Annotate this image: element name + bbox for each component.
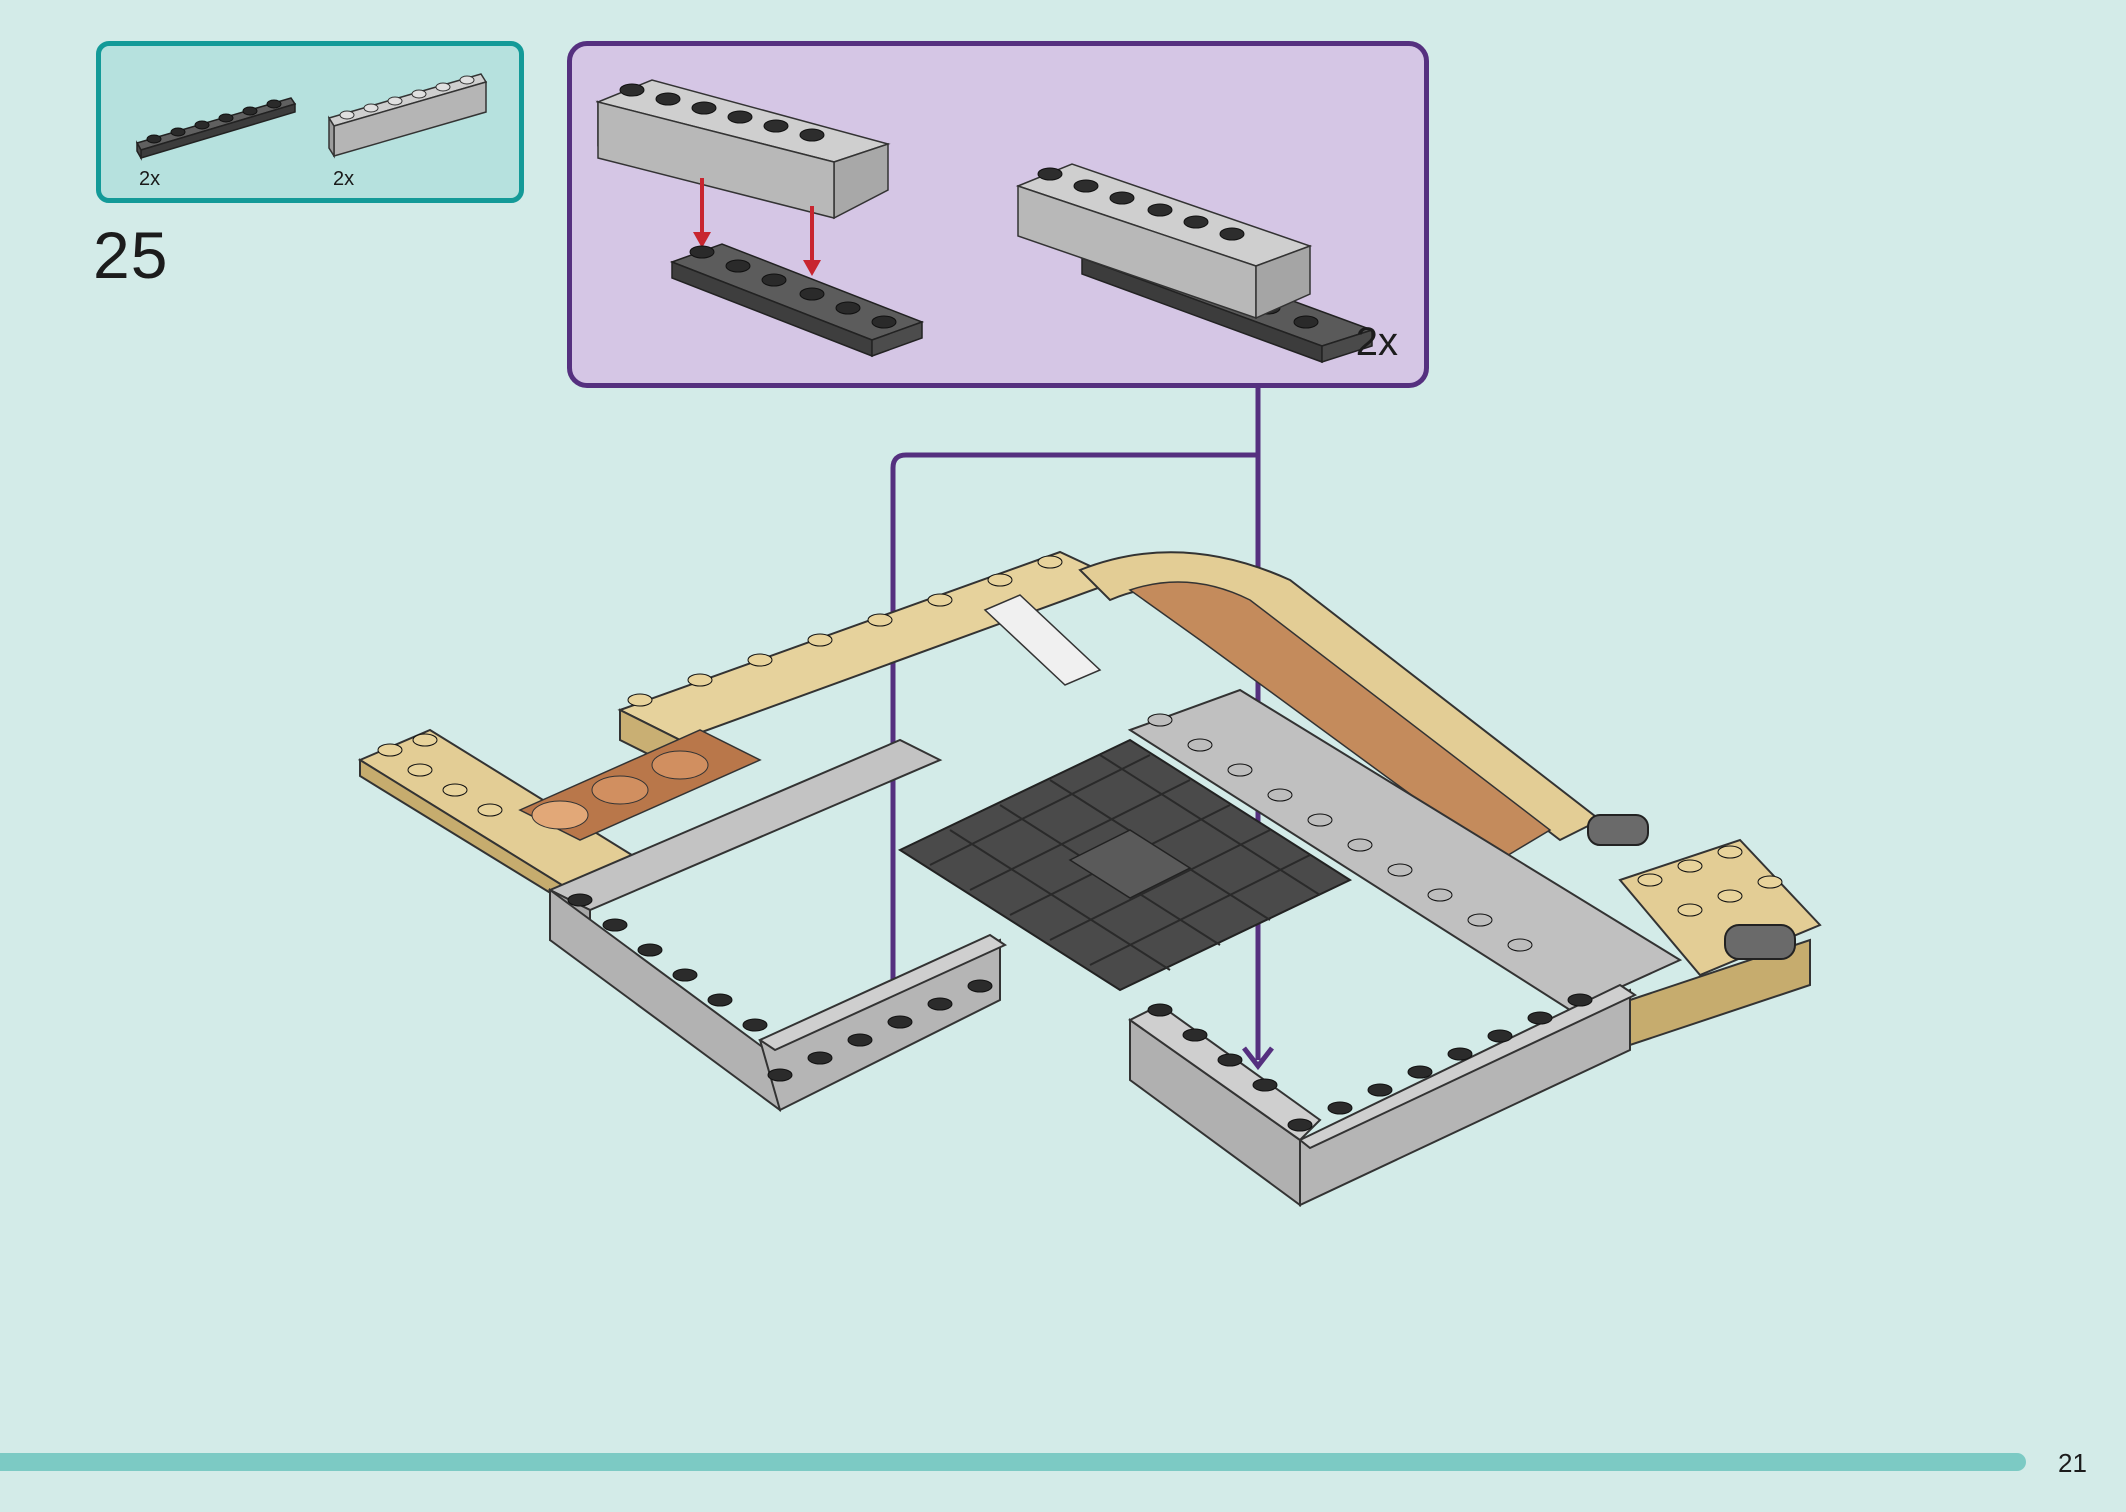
dark-grille-floor bbox=[897, 738, 1353, 992]
parts-list-box: 2x 2x bbox=[96, 41, 524, 203]
brown-tiles-left bbox=[518, 729, 762, 841]
main-model-illustration bbox=[357, 388, 1822, 1207]
page-number: 21 bbox=[2058, 1448, 2087, 1478]
gray-wall-left-square bbox=[547, 738, 1008, 1112]
white-tiles bbox=[983, 594, 1102, 686]
part-quantity-1: 2x bbox=[139, 168, 161, 190]
sub-assembly-illustration bbox=[595, 79, 1375, 364]
sub-assembly-quantity: 2x bbox=[1355, 320, 1398, 364]
placement-arrow-right bbox=[1242, 1046, 1274, 1071]
gray-wall-right-square bbox=[1127, 688, 1683, 1207]
footer-progress-bar bbox=[0, 1453, 2026, 1471]
exploded-brick bbox=[595, 79, 891, 220]
light-gray-brick-icon bbox=[327, 73, 488, 159]
assembled-brick bbox=[1015, 163, 1313, 320]
red-arrow-1 bbox=[693, 178, 711, 248]
red-arrow-2 bbox=[803, 206, 821, 276]
studs-overlay bbox=[377, 555, 1783, 1132]
sub-assembly-box: 2x bbox=[567, 41, 1429, 388]
dark-gray-plate-icon bbox=[135, 97, 297, 161]
step-number: 25 bbox=[93, 218, 169, 292]
dark-plate bbox=[669, 243, 925, 358]
parts-list-illustration bbox=[135, 73, 488, 161]
gray-hinge-clips bbox=[1587, 814, 1796, 960]
part-quantity-2: 2x bbox=[333, 168, 355, 190]
